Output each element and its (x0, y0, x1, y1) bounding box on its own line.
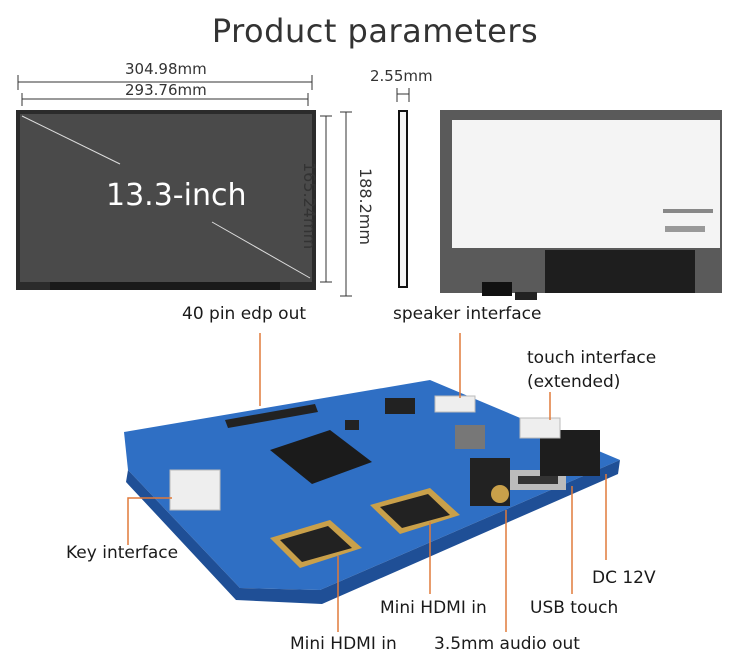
screen-size-label: 13.3-inch (106, 178, 247, 213)
active-width-label: 293.76mm (125, 81, 207, 99)
label-dc-12v: DC 12V (592, 568, 656, 588)
label-speaker-interface: speaker interface (393, 304, 542, 324)
label-mini-hdmi-lower: Mini HDMI in (290, 634, 397, 654)
label-edp-out: 40 pin edp out (182, 304, 307, 324)
label-touch-extended: (extended) (527, 372, 621, 392)
lcd-panel-front (16, 110, 316, 290)
lcd-panel-back (440, 110, 722, 300)
driver-board (124, 380, 620, 604)
label-audio-out: 3.5mm audio out (434, 634, 580, 654)
outer-height-label: 188.2mm (356, 168, 375, 245)
label-mini-hdmi-upper: Mini HDMI in (380, 598, 487, 618)
width-dimension-lines (17, 75, 410, 297)
active-height-label: 165.24mm (300, 162, 319, 250)
page-title: Product parameters (211, 12, 539, 50)
label-touch-interface: touch interface (527, 348, 657, 368)
outer-width-label: 304.98mm (125, 60, 207, 78)
leader-lines (127, 333, 607, 632)
label-key-interface: Key interface (66, 543, 179, 563)
thickness-label: 2.55mm (370, 67, 433, 85)
label-usb-touch: USB touch (530, 598, 619, 618)
